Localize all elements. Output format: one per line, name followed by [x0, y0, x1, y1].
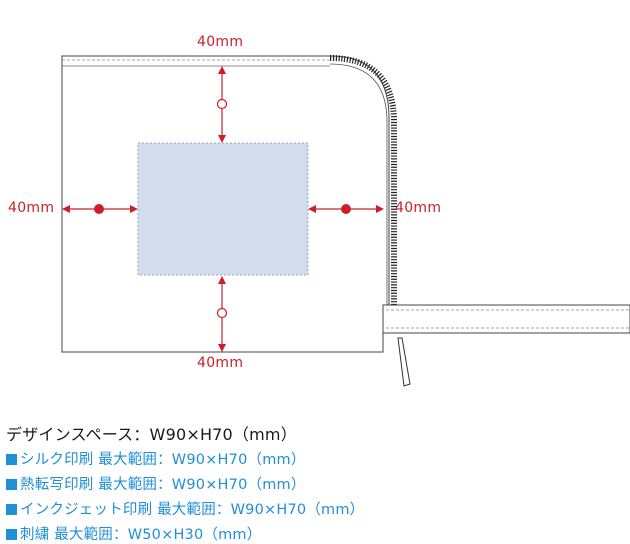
spec-row-embroidery: 刺繍 最大範囲：W50×H30（mm）	[6, 523, 261, 544]
bottom-dimension-arrow	[216, 276, 228, 352]
spec-label: 熱転写印刷 最大範囲：W90×H70（mm）	[20, 477, 306, 493]
spec-label: 刺繍 最大範囲：W50×H30（mm）	[20, 527, 262, 543]
pouch-diagram	[61, 55, 630, 387]
spec-label: シルク印刷 最大範囲：W90×H70（mm）	[20, 452, 306, 468]
design-area	[137, 142, 309, 276]
zipper-track	[329, 55, 397, 305]
design-space-title: デザインスペース：W90×H70（mm）	[6, 425, 297, 444]
spec-label: インクジェット印刷 最大範囲：W90×H70（mm）	[20, 502, 365, 518]
zipper-pull	[397, 337, 411, 387]
bullet-square-icon	[6, 529, 17, 540]
right-dimension-label: 40mm	[395, 200, 442, 216]
bullet-square-icon	[6, 479, 17, 490]
spec-row-inkjet: インクジェット印刷 最大範囲：W90×H70（mm）	[6, 498, 364, 519]
bullet-square-icon	[6, 504, 17, 515]
left-dimension-label: 40mm	[8, 200, 55, 216]
spec-row-heat-transfer: 熱転写印刷 最大範囲：W90×H70（mm）	[6, 473, 306, 494]
left-dimension-arrow	[62, 204, 138, 214]
top-dimension-label: 40mm	[197, 34, 244, 50]
right-dimension-arrow	[308, 204, 384, 214]
bottom-dimension-label: 40mm	[197, 355, 244, 371]
bullet-square-icon	[6, 454, 17, 465]
spec-row-silk: シルク印刷 最大範囲：W90×H70（mm）	[6, 448, 306, 469]
top-dimension-arrow	[216, 66, 228, 143]
zipper-inner-edge	[329, 63, 388, 305]
strap	[382, 304, 630, 334]
